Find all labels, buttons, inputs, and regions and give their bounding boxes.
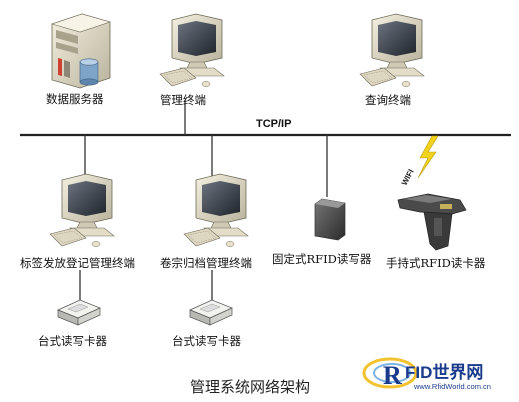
label-issue-terminal: 标签发放登记管理终端 [20, 173, 135, 270]
archive-terminal-label: 卷宗归档管理终端 [160, 256, 252, 270]
svg-text:FID世界网: FID世界网 [405, 363, 483, 382]
handheld-reader-icon [397, 193, 467, 251]
wifi-label: WIFI [400, 168, 416, 187]
admin-terminal: 管理终端 [159, 13, 225, 107]
server-icon [50, 13, 112, 89]
computer-icon [159, 13, 225, 88]
desktop-reader-2-label: 台式读写卡器 [172, 334, 241, 348]
desktop-reader-1: 台式读写卡器 [38, 299, 107, 348]
computer-icon [183, 173, 249, 248]
label-issue-terminal-label: 标签发放登记管理终端 [20, 256, 135, 270]
data-server: 数据服务器 [46, 13, 112, 106]
lightning-bolt-icon [417, 135, 439, 179]
svg-text:www.RfidWorld.com.cn: www.RfidWorld.com.cn [413, 382, 491, 391]
card-reader-icon [57, 299, 101, 326]
rfid-reader-icon [314, 198, 346, 241]
query-terminal-label: 查询终端 [365, 93, 411, 107]
data-server-label: 数据服务器 [46, 92, 104, 106]
fixed-rfid-reader: 固定式RFID读写器 [272, 198, 372, 266]
svg-text:R: R [383, 361, 402, 390]
archive-terminal: 卷宗归档管理终端 [160, 173, 252, 270]
connectors [79, 100, 328, 300]
handheld-rfid-reader-label: 手持式RFID读卡器 [386, 256, 486, 270]
rfidworld-logo: R FID世界网 www.RfidWorld.com.cn [362, 357, 491, 391]
database-icon [79, 58, 99, 86]
card-reader-icon [189, 299, 233, 326]
fixed-rfid-reader-label: 固定式RFID读写器 [272, 252, 372, 266]
bus-label: TCP/IP [256, 118, 291, 130]
handheld-rfid-reader: WIFI 手持式RFID读卡器 [386, 135, 486, 270]
computer-icon [359, 13, 425, 88]
computer-icon [49, 173, 115, 248]
diagram-caption: 管理系统网络架构 [190, 378, 310, 396]
query-terminal: 查询终端 [359, 13, 425, 107]
desktop-reader-2: 台式读写卡器 [172, 299, 241, 348]
admin-terminal-label: 管理终端 [160, 93, 206, 107]
desktop-reader-1-label: 台式读写卡器 [38, 334, 107, 348]
